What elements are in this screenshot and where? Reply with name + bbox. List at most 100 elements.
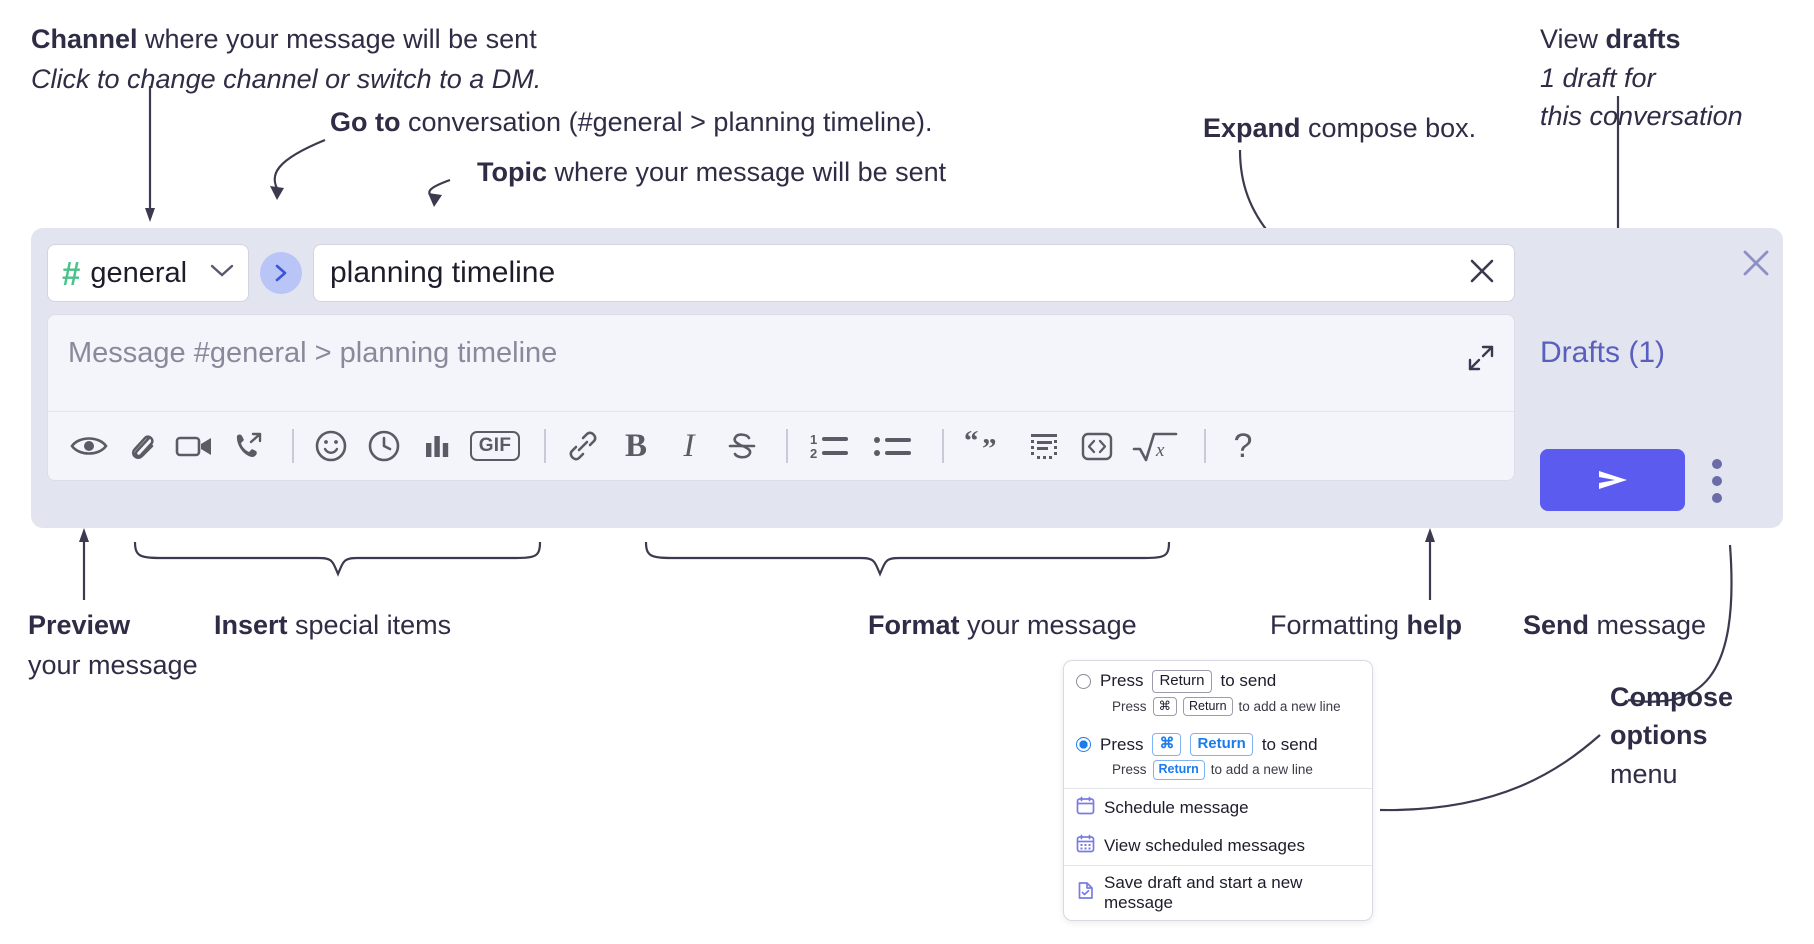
annotation-help-bold: help	[1406, 610, 1463, 640]
menu-item-save-draft[interactable]: Save draft and start a new message	[1064, 866, 1372, 920]
math-icon[interactable]: x	[1127, 423, 1183, 469]
option2-key2: Return	[1190, 733, 1253, 757]
inline-code-icon[interactable]	[1074, 423, 1120, 469]
annotation-insert-rest: special items	[287, 610, 452, 640]
annotation-help: Formatting help	[1270, 608, 1462, 643]
annotation-drafts-pre: View	[1540, 24, 1606, 54]
svg-text:2: 2	[810, 446, 817, 461]
option1-pre: Press	[1100, 671, 1144, 691]
close-icon[interactable]	[1466, 255, 1498, 292]
channel-selector[interactable]: # general	[47, 244, 249, 302]
annotation-channel: Channel where your message will be sent …	[31, 22, 541, 96]
option2-sub-post: to add a new line	[1210, 762, 1313, 778]
topic-input[interactable]: planning timeline	[313, 244, 1515, 302]
annotation-send: Send message	[1523, 608, 1706, 643]
italic-icon[interactable]: I	[666, 423, 712, 469]
annotation-format: Format your message	[868, 608, 1137, 643]
option1-sub-key2: Return	[1183, 696, 1233, 717]
compose-header-row: # general planning timeline	[47, 242, 1515, 304]
annotation-topic-bold: Topic	[477, 157, 547, 187]
more-options-dot	[1712, 459, 1722, 469]
menu-item-label: Schedule message	[1104, 797, 1249, 817]
radio-button-selected[interactable]	[1076, 737, 1091, 753]
drafts-link[interactable]: Drafts (1)	[1540, 336, 1666, 369]
annotation-compose-options-rest: menu	[1610, 758, 1678, 789]
code-block-icon[interactable]	[1021, 423, 1067, 469]
annotation-channel-italic: Click to change channel or switch to a D…	[31, 63, 542, 94]
calendar-icon	[1076, 796, 1095, 820]
option2-sub-pre: Press	[1112, 762, 1147, 778]
svg-text:x: x	[1155, 440, 1165, 461]
compose-options-button[interactable]	[1712, 459, 1722, 503]
chevron-down-icon	[210, 264, 234, 283]
menu-option-cmd-return-to-send[interactable]: Press ⌘ Return to send Press Return to a…	[1064, 724, 1372, 787]
annotation-drafts-line2: 1 draft for	[1540, 62, 1656, 93]
gif-label: GIF	[469, 431, 521, 461]
annotation-format-bold: Format	[868, 610, 960, 640]
menu-item-view-scheduled-messages[interactable]: View scheduled messages	[1064, 827, 1372, 865]
menu-divider-2	[1064, 864, 1372, 866]
option2-pre: Press	[1100, 734, 1144, 754]
channel-name: general	[90, 256, 188, 289]
annotation-topic-rest: where your message will be sent	[547, 157, 947, 187]
message-placeholder: Message #general > planning timeline	[68, 337, 558, 369]
annotation-send-bold: Send	[1523, 610, 1590, 640]
bold-icon[interactable]: B	[613, 423, 659, 469]
chevron-right-icon	[275, 264, 287, 282]
menu-item-schedule-message[interactable]: Schedule message	[1064, 789, 1372, 827]
annotation-preview-line2: your message	[28, 649, 198, 680]
option1-post: to send	[1220, 671, 1277, 691]
compose-options-menu: Press Return to send Press ⌘ Return to a…	[1063, 660, 1373, 921]
expand-icon[interactable]	[1466, 343, 1496, 378]
menu-item-label: View scheduled messages	[1104, 835, 1305, 855]
message-divider	[48, 411, 1514, 412]
annotation-channel-bold: Channel	[31, 24, 138, 54]
help-label: ?	[1233, 426, 1253, 465]
send-paper-plane-icon	[1598, 471, 1627, 489]
link-icon[interactable]	[560, 423, 606, 469]
compose-widget: # general planning timeline Message #gen…	[31, 228, 1783, 528]
hash-icon: #	[62, 254, 81, 292]
option2-sub-key: Return	[1152, 760, 1205, 780]
option2-key1: ⌘	[1152, 733, 1182, 757]
menu-divider-1	[1064, 787, 1372, 789]
schedule-icon[interactable]	[361, 423, 407, 469]
bulleted-list-icon[interactable]	[865, 423, 921, 469]
topic-value: planning timeline	[330, 256, 556, 289]
goto-conversation-button[interactable]	[260, 252, 302, 294]
toolbar-divider-5	[1204, 429, 1206, 463]
poll-icon[interactable]	[414, 423, 460, 469]
menu-option-return-to-send[interactable]: Press Return to send Press ⌘ Return to a…	[1064, 661, 1372, 724]
annotation-goto: Go to conversation (#general > planning …	[330, 105, 933, 140]
huddle-icon[interactable]	[225, 423, 271, 469]
gif-icon[interactable]: GIF	[467, 423, 523, 469]
send-button[interactable]	[1540, 449, 1685, 511]
strikethrough-icon[interactable]	[719, 423, 765, 469]
blockquote-icon[interactable]: “”	[958, 423, 1014, 469]
svg-text:”: ”	[982, 433, 997, 461]
italic-label: I	[683, 427, 695, 464]
close-icon[interactable]	[1738, 245, 1774, 286]
menu-item-label: Save draft and start a new message	[1104, 872, 1303, 912]
message-input[interactable]: Message #general > planning timeline	[48, 315, 1514, 411]
attachment-icon[interactable]	[119, 423, 165, 469]
preview-icon[interactable]	[66, 423, 112, 469]
annotation-insert: Insert special items	[214, 608, 451, 643]
radio-button[interactable]	[1076, 673, 1091, 689]
formatting-help-icon[interactable]: ?	[1220, 423, 1266, 469]
option2-post: to send	[1261, 734, 1318, 754]
annotation-compose-options: Compose options menu	[1610, 678, 1733, 793]
annotation-expand-bold: Expand	[1203, 113, 1301, 143]
annotation-format-rest: your message	[959, 610, 1137, 640]
calendar-grid-icon	[1076, 834, 1095, 858]
video-icon[interactable]	[172, 423, 218, 469]
message-box: Message #general > planning timeline	[47, 314, 1515, 481]
option1-sub-pre: Press	[1112, 699, 1147, 715]
more-options-dot	[1712, 493, 1722, 503]
annotation-send-rest: message	[1589, 610, 1707, 640]
annotation-expand: Expand compose box.	[1203, 111, 1476, 146]
option1-key: Return	[1152, 670, 1212, 693]
emoji-icon[interactable]	[308, 423, 354, 469]
